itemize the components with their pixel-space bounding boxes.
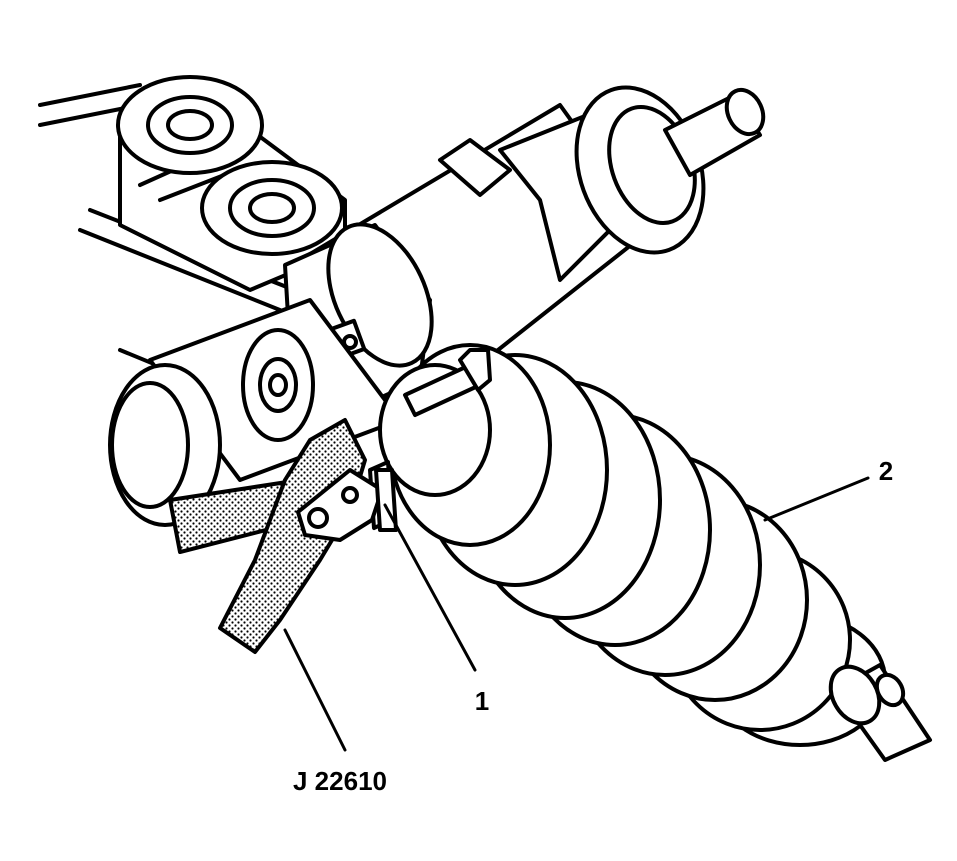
callout-1: 1 [475,686,489,716]
leader-line-1 [383,503,477,672]
mounting-bushing-lower [200,160,344,256]
boot-bellows [378,343,887,747]
callout-tool: J 22610 [293,766,387,796]
valve-housing [298,85,766,382]
mounting-bushing-upper [116,75,264,175]
callout-2: 2 [879,456,893,486]
tool-j22610 [168,418,398,654]
leader-line-2 [763,476,870,522]
tie-rod [828,663,932,762]
leader-line-tool [283,628,347,752]
